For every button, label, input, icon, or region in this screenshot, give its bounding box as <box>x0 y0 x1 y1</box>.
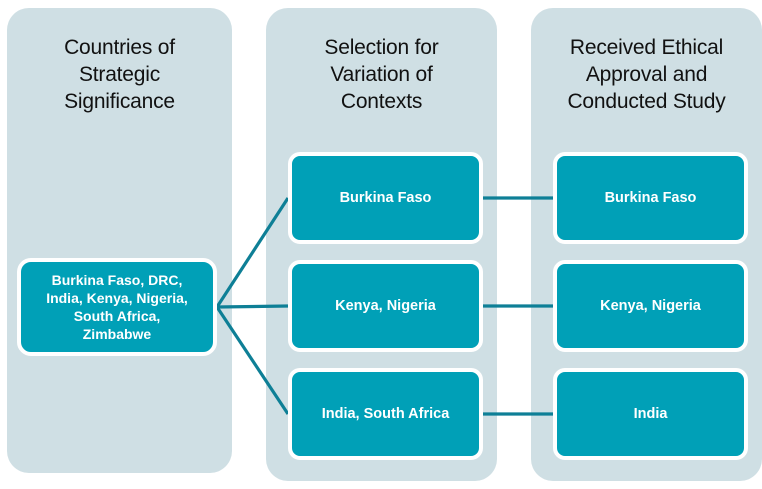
node-conducted-burkina-faso[interactable]: Burkina Faso <box>553 152 748 244</box>
node-selection-india-south-africa[interactable]: India, South Africa <box>288 368 483 460</box>
column-title-2: Selection for Variation of Contexts <box>324 36 439 113</box>
column-title-1: Countries of Strategic Significance <box>64 36 175 113</box>
column-panel-countries-of-strategic-significance: Countries of Strategic Significance <box>7 8 232 473</box>
node-selection-kenya-nigeria[interactable]: Kenya, Nigeria <box>288 260 483 352</box>
node-conducted-kenya-nigeria[interactable]: Kenya, Nigeria <box>553 260 748 352</box>
column-title-3: Received Ethical Approval and Conducted … <box>567 36 726 113</box>
node-conducted-india[interactable]: India <box>553 368 748 460</box>
node-selection-burkina-faso[interactable]: Burkina Faso <box>288 152 483 244</box>
node-source-countries[interactable]: Burkina Faso, DRC, India, Kenya, Nigeria… <box>17 258 217 356</box>
